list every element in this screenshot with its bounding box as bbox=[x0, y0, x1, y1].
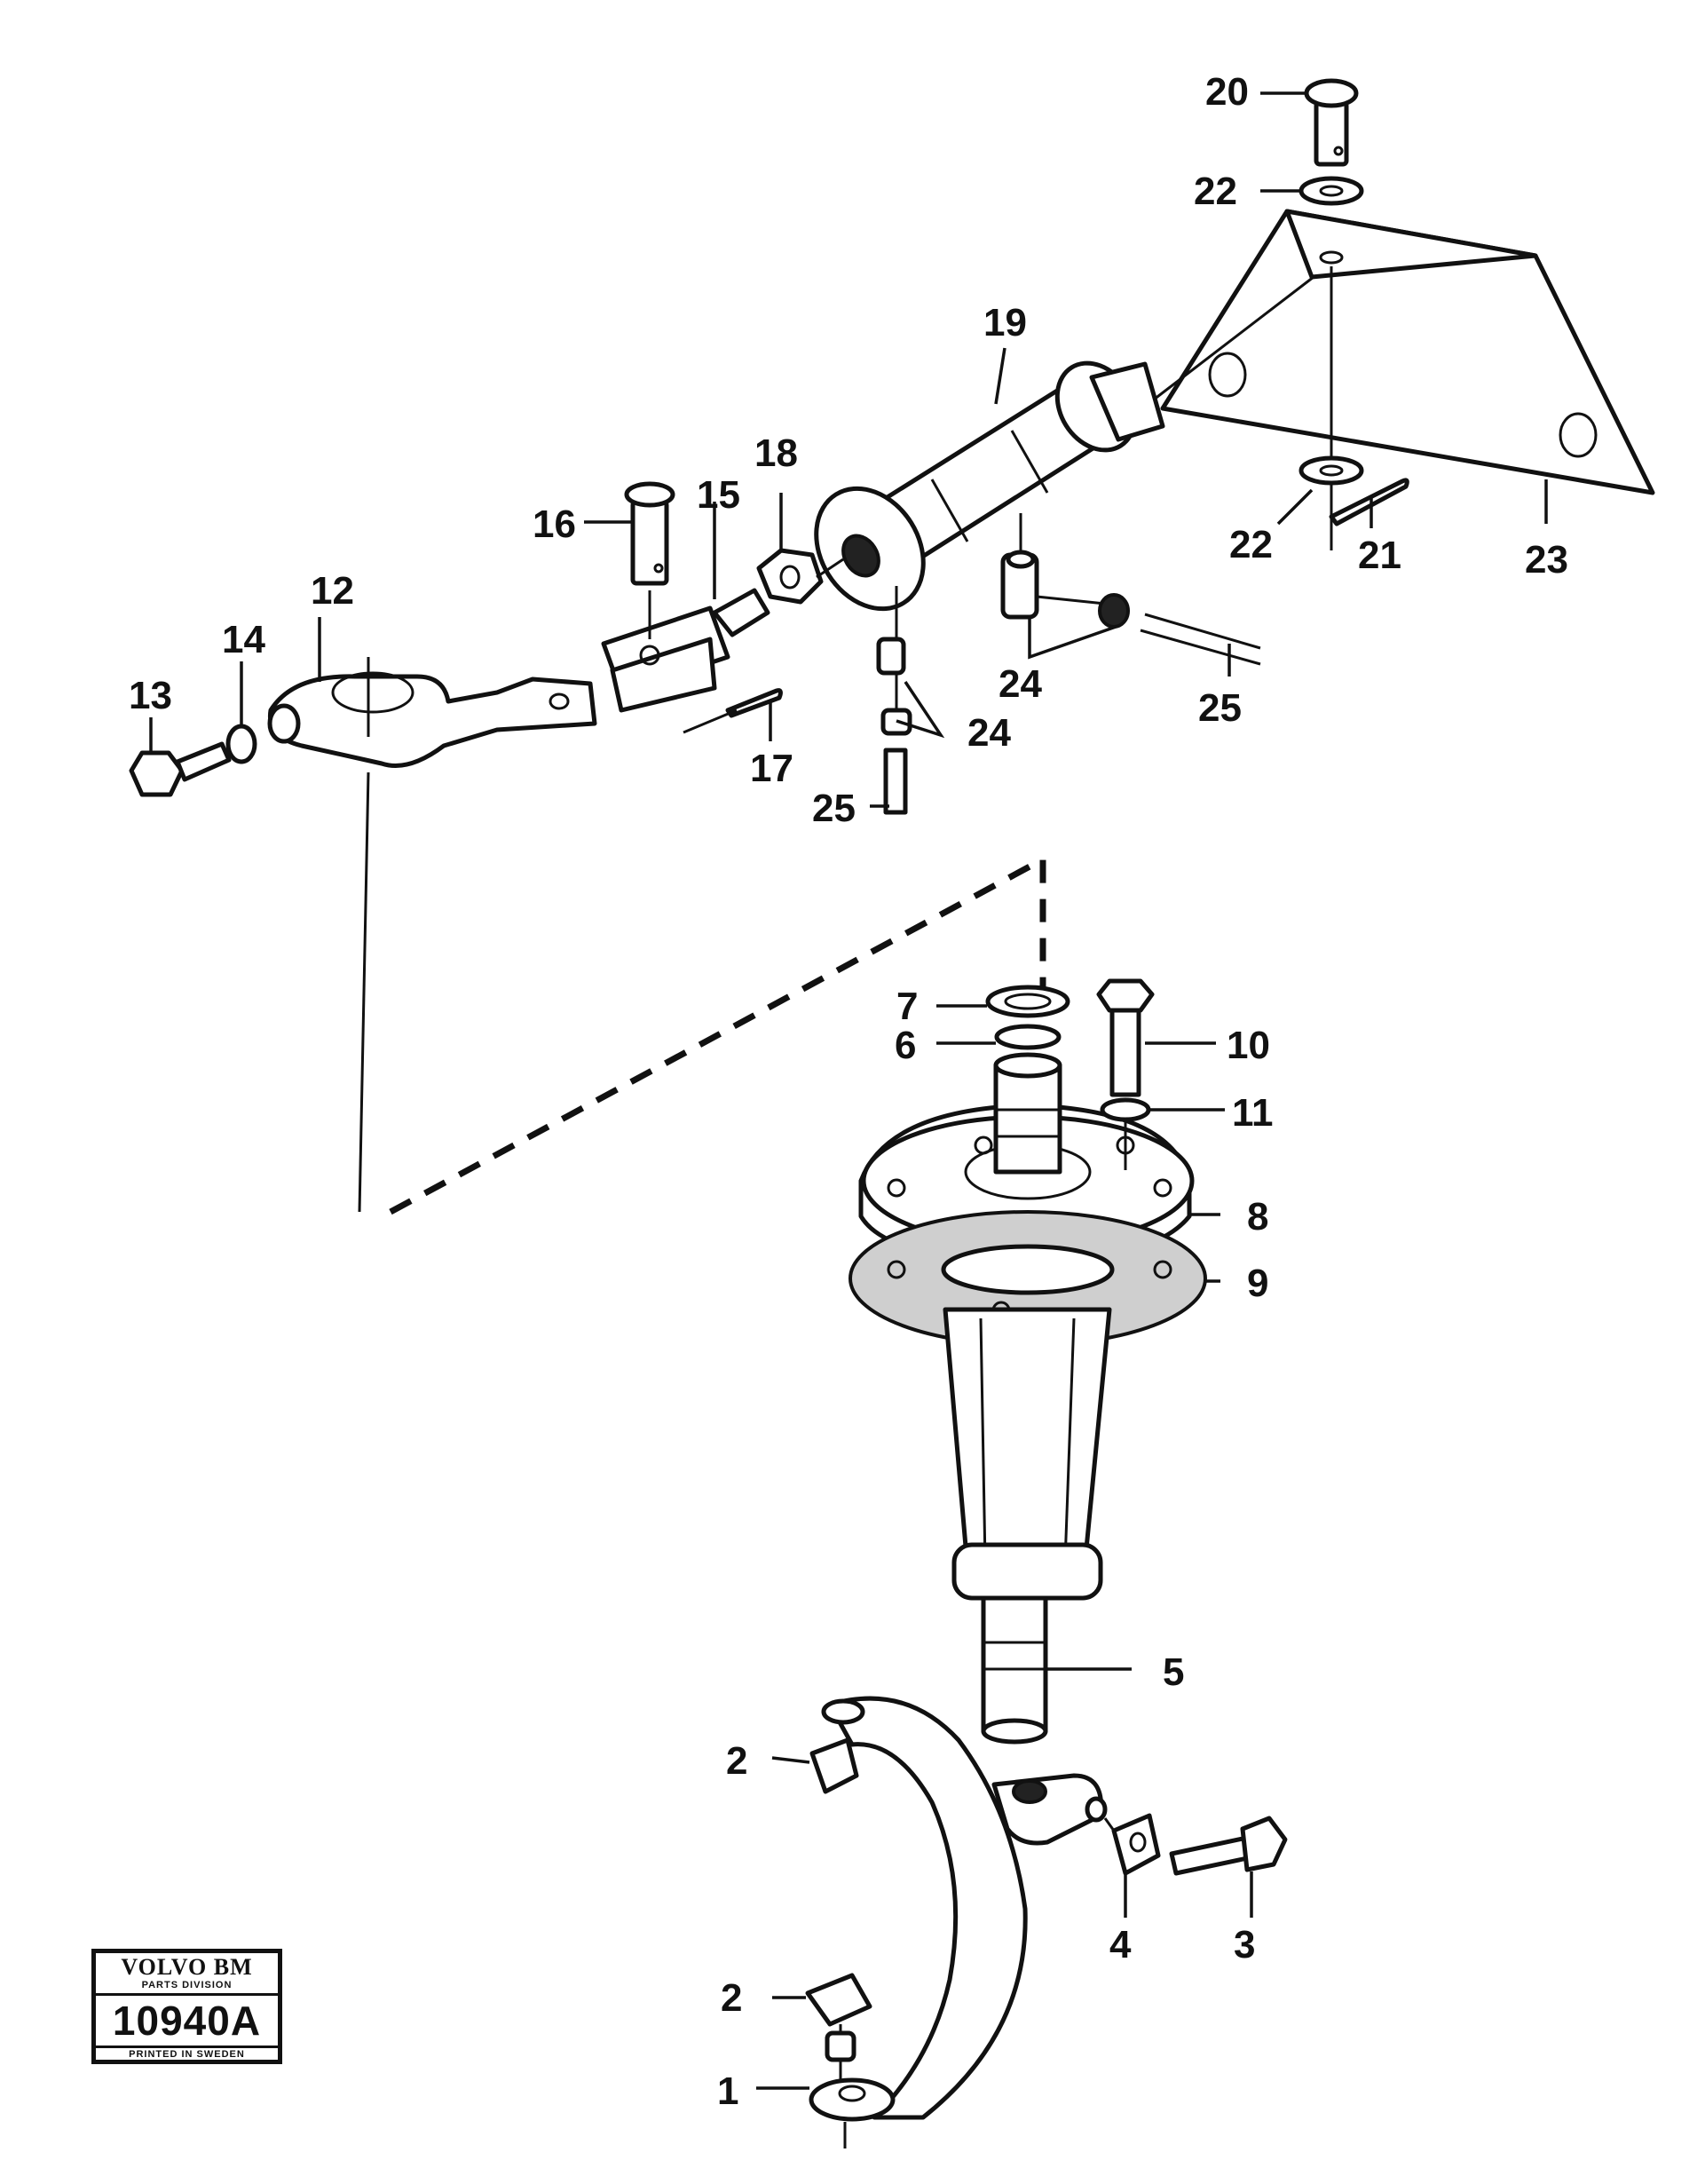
callout-10: 10 bbox=[1227, 1024, 1270, 1067]
stamp-division: PARTS DIVISION bbox=[96, 1980, 278, 1996]
callout-20: 20 bbox=[1205, 70, 1249, 114]
callout-25-side: 25 bbox=[1198, 686, 1242, 730]
seal-ring bbox=[985, 985, 1070, 1018]
parts-division-stamp: VOLVO BM PARTS DIVISION 10940A PRINTED I… bbox=[91, 1949, 282, 2064]
washer-flange bbox=[1100, 1097, 1151, 1122]
bolt-left bbox=[129, 741, 232, 797]
callout-15: 15 bbox=[697, 473, 740, 517]
bolt-fork bbox=[1169, 1816, 1288, 1876]
callout-11: 11 bbox=[1232, 1091, 1274, 1135]
callout-8: 8 bbox=[1247, 1195, 1268, 1238]
callout-17: 17 bbox=[750, 747, 793, 790]
stamp-code: 10940A bbox=[96, 1996, 278, 2048]
washer-left bbox=[225, 724, 257, 764]
callout-22-bottom: 22 bbox=[1229, 523, 1273, 566]
callout-7: 7 bbox=[896, 985, 918, 1028]
callout-23: 23 bbox=[1525, 538, 1568, 582]
lock-plate bbox=[1111, 1813, 1161, 1876]
clevis-pin-top bbox=[1304, 78, 1359, 167]
slide-block-top bbox=[809, 1737, 859, 1794]
hose-lower bbox=[883, 748, 908, 815]
callout-3: 3 bbox=[1234, 1923, 1255, 1966]
callout-21: 21 bbox=[1358, 534, 1401, 577]
callout-2-top: 2 bbox=[726, 1739, 747, 1783]
callout-2-bottom: 2 bbox=[721, 1976, 742, 2020]
shaft-bottom bbox=[981, 1595, 1048, 1745]
callout-1: 1 bbox=[717, 2069, 738, 2113]
hex-nut bbox=[756, 548, 824, 605]
mounting-bracket bbox=[1160, 209, 1655, 495]
hose-side bbox=[1140, 613, 1261, 666]
washer-top bbox=[1298, 176, 1364, 206]
callout-22-top: 22 bbox=[1194, 170, 1237, 213]
callout-14: 14 bbox=[222, 618, 265, 661]
lever-arm bbox=[267, 671, 597, 768]
cotter-pin-left bbox=[725, 688, 783, 718]
assembly-dashed-line bbox=[389, 854, 1046, 1215]
stamp-printed: PRINTED IN SWEDEN bbox=[129, 2049, 245, 2060]
callout-9: 9 bbox=[1247, 1262, 1268, 1305]
callout-4: 4 bbox=[1109, 1923, 1132, 1966]
callout-25-lower: 25 bbox=[812, 787, 856, 830]
callout-16: 16 bbox=[533, 502, 576, 546]
shaft-top bbox=[993, 1052, 1062, 1175]
callout-24-side: 24 bbox=[999, 662, 1042, 706]
callout-12: 12 bbox=[311, 569, 354, 613]
leader-lines bbox=[149, 91, 1548, 2090]
shift-fork bbox=[821, 1696, 1108, 2120]
callout-6: 6 bbox=[895, 1024, 916, 1067]
callout-19: 19 bbox=[983, 301, 1027, 344]
clevis-rod-end bbox=[601, 588, 770, 713]
bolt-flange bbox=[1096, 978, 1155, 1097]
callout-5: 5 bbox=[1163, 1650, 1184, 1694]
o-ring bbox=[994, 1024, 1062, 1050]
hydraulic-cylinder bbox=[814, 275, 1314, 612]
fork-foot bbox=[809, 2061, 896, 2148]
slide-block-bottom bbox=[805, 1973, 872, 2062]
fitting-side bbox=[1000, 513, 1130, 629]
washer-bottom bbox=[1298, 455, 1364, 486]
callout-24-lower: 24 bbox=[967, 711, 1011, 755]
clevis-pin-left bbox=[624, 481, 675, 639]
callout-13: 13 bbox=[129, 674, 172, 717]
housing-body bbox=[943, 1307, 1112, 1601]
cotter-pin-right bbox=[1329, 478, 1409, 526]
stamp-brand: VOLVO BM bbox=[121, 1954, 253, 1980]
callout-18: 18 bbox=[754, 431, 798, 475]
